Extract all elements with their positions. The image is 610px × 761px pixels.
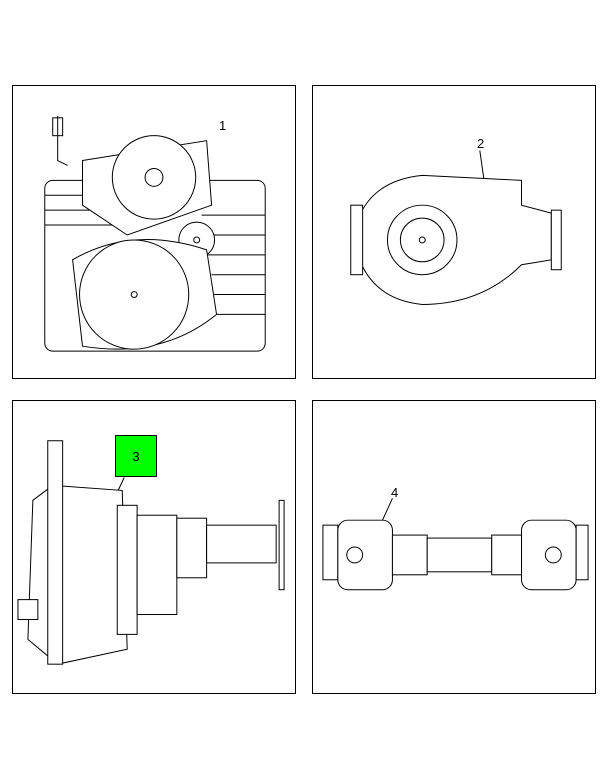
panel-spindle[interactable]: 3 <box>12 400 296 694</box>
panel-driveshaft[interactable]: 4 <box>312 400 596 694</box>
driveshaft-illustration <box>322 498 589 591</box>
callout-2: 2 <box>477 136 485 151</box>
transfer-case-illustration <box>44 115 266 352</box>
callout-1: 1 <box>219 118 227 133</box>
differential-illustration <box>350 150 562 305</box>
panel-differential[interactable]: 2 <box>312 85 596 379</box>
spindle-illustration <box>17 440 285 665</box>
callout-4: 4 <box>391 485 399 500</box>
panel-transfer-case[interactable]: 1 <box>12 85 296 379</box>
callout-3-highlighted[interactable]: 3 <box>115 435 157 477</box>
